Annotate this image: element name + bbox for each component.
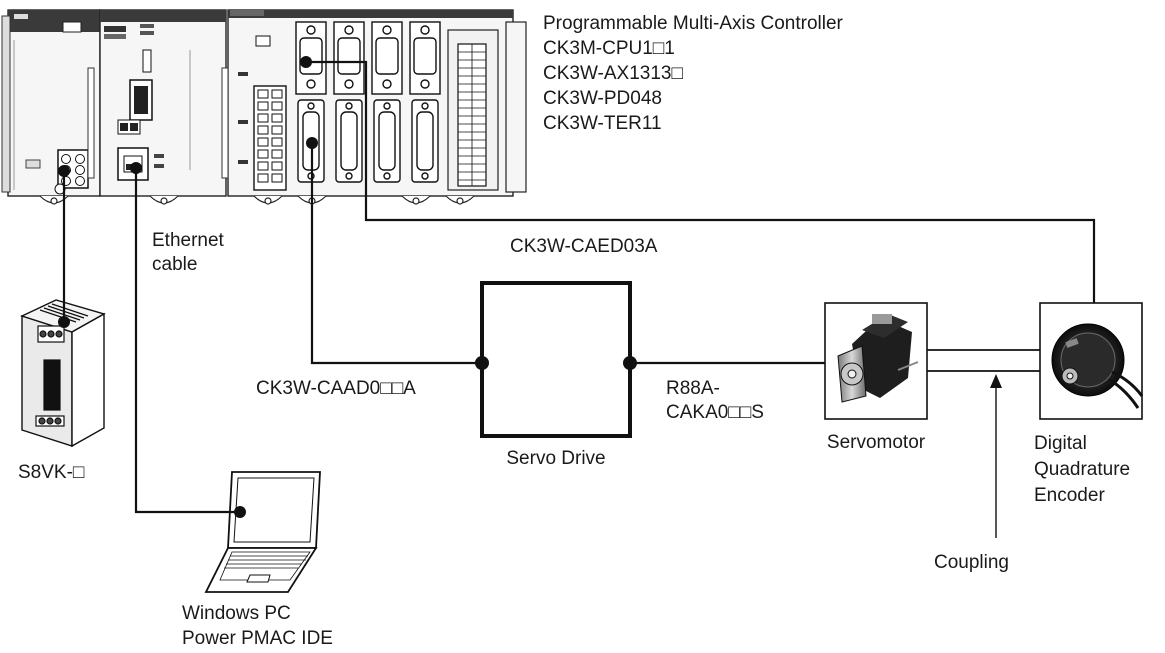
controller-label: Programmable Multi-Axis Controller CK3M-… — [543, 11, 843, 136]
controller-unit — [1, 9, 527, 205]
encoder-icon — [1039, 302, 1144, 420]
controller-model-ter: CK3W-TER11 — [543, 113, 662, 134]
ethernet-cable-label-line1: Ethernet — [152, 230, 224, 251]
controller-title: Programmable Multi-Axis Controller — [543, 13, 843, 34]
cpu-module — [99, 9, 227, 197]
controller-model-pd: CK3W-PD048 — [543, 88, 662, 109]
controller-model-cpu: CK3M-CPU1□1 — [543, 38, 675, 59]
power-module — [7, 9, 101, 197]
amp-cable-line — [310, 143, 482, 365]
encoder-label-line1: Digital — [1034, 433, 1087, 454]
connection-dots — [58, 56, 637, 518]
axis-modules — [1, 9, 527, 197]
pc-label-line1: Windows PC — [182, 603, 291, 624]
cables — [62, 60, 1096, 538]
servomotor-label: Servomotor — [826, 432, 926, 453]
amp-cable-label: CK3W-CAAD0□□A — [256, 378, 416, 399]
encoder-cable-label: CK3W-CAED03A — [510, 236, 658, 257]
encoder-label: Digital Quadrature Encoder — [1034, 431, 1130, 509]
din-clips — [39, 195, 475, 205]
ethernet-cable-label: Ethernet cable — [152, 229, 224, 277]
servo-drive-box — [480, 281, 632, 438]
servomotor-icon — [824, 302, 928, 420]
coupling-arrowhead — [990, 374, 1002, 388]
servo-drive-label: Servo Drive — [506, 448, 606, 469]
pc-label-line2: Power PMAC IDE — [182, 628, 333, 649]
encoder-label-line3: Encoder — [1034, 485, 1105, 506]
encoder-cable-line — [306, 60, 1096, 303]
motor-cable-label-line2: CAKA0□□S — [666, 402, 764, 423]
encoder-label-line2: Quadrature — [1034, 459, 1131, 480]
ethernet-cable-line — [134, 168, 240, 514]
power-supply-label: S8VK-□ — [18, 462, 85, 483]
motor-cable-label-line1: R88A- — [666, 378, 720, 399]
motor-cable-label: R88A- CAKA0□□S — [666, 377, 764, 425]
ethernet-cable-label-line2: cable — [152, 254, 198, 275]
pc-label: Windows PC Power PMAC IDE — [182, 601, 333, 651]
coupling-label: Coupling — [934, 552, 1009, 573]
controller-model-axis: CK3W-AX1313□ — [543, 63, 683, 84]
laptop-icon — [204, 471, 321, 593]
